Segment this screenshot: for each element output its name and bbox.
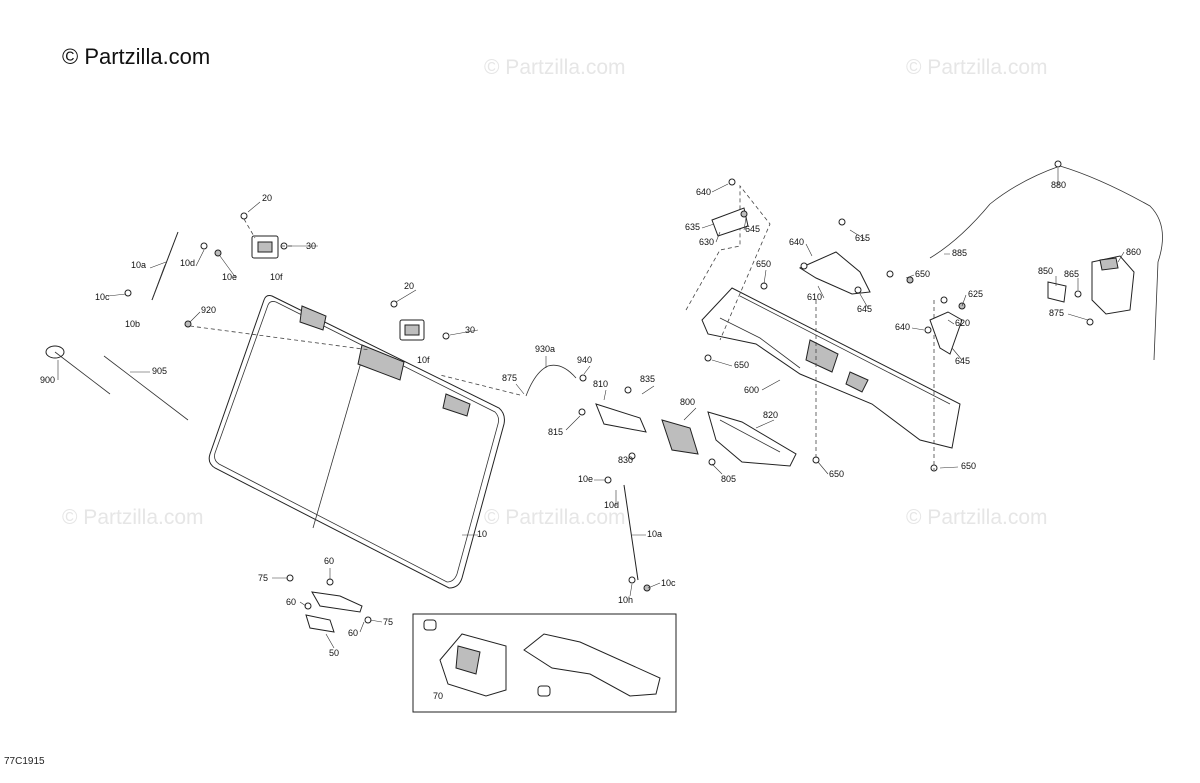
callout-70: 70 bbox=[433, 691, 443, 701]
diagram-code: 77C1915 bbox=[4, 756, 45, 767]
callout-905: 905 bbox=[152, 366, 167, 376]
watermark-mid-center: © Partzilla.com bbox=[484, 506, 626, 529]
callout-640-mid: 640 bbox=[789, 237, 804, 247]
callout-10: 10 bbox=[477, 529, 487, 539]
callout-625: 625 bbox=[968, 289, 983, 299]
callout-930a: 930a bbox=[535, 344, 555, 354]
callout-645-low: 645 bbox=[955, 356, 970, 366]
callout-10f-mid: 10f bbox=[417, 355, 430, 365]
callout-10c-right: 10c bbox=[661, 578, 676, 588]
washer-reservoir-860[interactable] bbox=[1047, 255, 1135, 326]
bracket-610[interactable] bbox=[798, 218, 914, 295]
bracket-630[interactable] bbox=[711, 178, 749, 237]
callout-940: 940 bbox=[577, 355, 592, 365]
callout-10d-left: 10d bbox=[180, 258, 195, 268]
cover-820[interactable] bbox=[707, 411, 797, 467]
callout-650-right: 650 bbox=[961, 461, 976, 471]
callout-820: 820 bbox=[763, 410, 778, 420]
callout-10b: 10b bbox=[125, 319, 140, 329]
watermark-mid-left: © Partzilla.com bbox=[62, 506, 204, 529]
callout-815: 815 bbox=[548, 427, 563, 437]
callout-60-right: 60 bbox=[348, 628, 358, 638]
callout-650-top: 650 bbox=[756, 259, 771, 269]
callout-875-left: 875 bbox=[502, 373, 517, 383]
callout-620: 620 bbox=[955, 318, 970, 328]
callout-650-bottom: 650 bbox=[829, 469, 844, 479]
wiper-blade-905[interactable] bbox=[103, 355, 189, 421]
callout-860: 860 bbox=[1126, 247, 1141, 257]
wiper-motor-800[interactable] bbox=[578, 386, 716, 466]
callout-830: 830 bbox=[618, 455, 633, 465]
callout-640-low: 640 bbox=[895, 322, 910, 332]
washer-tube-880[interactable] bbox=[929, 160, 1163, 361]
wiper-arm-900[interactable] bbox=[45, 345, 111, 395]
callout-10d-right: 10d bbox=[604, 500, 619, 510]
callout-800: 800 bbox=[680, 397, 695, 407]
callout-635: 635 bbox=[685, 222, 700, 232]
callout-10f-top: 10f bbox=[270, 272, 283, 282]
gas-strut-10a-left[interactable] bbox=[124, 231, 208, 328]
callout-885: 885 bbox=[952, 248, 967, 258]
callout-10e-right: 10e bbox=[578, 474, 593, 484]
callout-880: 880 bbox=[1051, 180, 1066, 190]
gas-strut-10a-right[interactable] bbox=[604, 476, 651, 592]
callout-645-mid: 645 bbox=[857, 304, 872, 314]
callout-640-top: 640 bbox=[696, 187, 711, 197]
callout-60-top: 60 bbox=[324, 556, 334, 566]
windshield-10[interactable] bbox=[208, 295, 505, 589]
callout-650-left: 650 bbox=[734, 360, 749, 370]
callout-610: 610 bbox=[807, 292, 822, 302]
watermark-mid-right: © Partzilla.com bbox=[906, 506, 1048, 529]
callout-810: 810 bbox=[593, 379, 608, 389]
callout-30-mid: 30 bbox=[465, 325, 475, 335]
callout-600: 600 bbox=[744, 385, 759, 395]
callout-835: 835 bbox=[640, 374, 655, 384]
watermark-top-center: © Partzilla.com bbox=[484, 56, 626, 79]
callout-20-top: 20 bbox=[262, 193, 272, 203]
callout-75-right: 75 bbox=[383, 617, 393, 627]
callout-10a-left: 10a bbox=[131, 260, 146, 270]
callout-805: 805 bbox=[721, 474, 736, 484]
callout-920: 920 bbox=[201, 305, 216, 315]
detail-box-70[interactable] bbox=[412, 613, 677, 713]
callout-650-mid: 650 bbox=[915, 269, 930, 279]
callout-20-mid: 20 bbox=[404, 281, 414, 291]
hinge-10f-top[interactable] bbox=[214, 212, 295, 259]
callout-875-right: 875 bbox=[1049, 308, 1064, 318]
watermark-top-right: © Partzilla.com bbox=[906, 56, 1048, 79]
dash-panel-600[interactable] bbox=[685, 184, 961, 472]
callout-10a-right: 10a bbox=[647, 529, 662, 539]
washer-hose-930a[interactable] bbox=[525, 364, 587, 397]
callout-10h: 10h bbox=[618, 595, 633, 605]
callout-60-left: 60 bbox=[286, 597, 296, 607]
callout-645-top: 645 bbox=[745, 224, 760, 234]
callout-900: 900 bbox=[40, 375, 55, 385]
callout-850: 850 bbox=[1038, 266, 1053, 276]
latch-50[interactable] bbox=[286, 574, 372, 633]
callout-865: 865 bbox=[1064, 269, 1079, 279]
hinge-10f-mid[interactable] bbox=[390, 300, 450, 341]
callout-630: 630 bbox=[699, 237, 714, 247]
callout-75-left: 75 bbox=[258, 573, 268, 583]
brand-watermark: © Partzilla.com bbox=[62, 44, 211, 69]
callout-10c-left: 10c bbox=[95, 292, 110, 302]
callout-10e-left: 10e bbox=[222, 272, 237, 282]
leader-lines bbox=[57, 168, 1125, 649]
callout-50: 50 bbox=[329, 648, 339, 658]
